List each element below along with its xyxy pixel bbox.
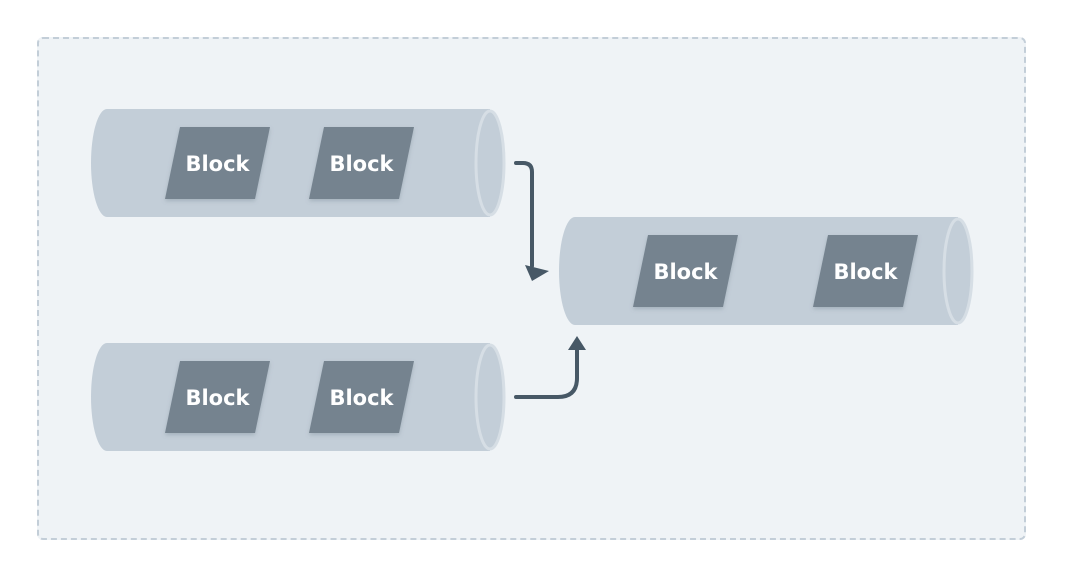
block-shape — [165, 361, 270, 433]
connector-line — [514, 161, 534, 268]
pipe-bottom-left: Block Block — [91, 343, 506, 451]
block: Block — [165, 127, 270, 199]
pipe-body — [91, 343, 490, 451]
pipe-right: Block Block — [559, 217, 974, 325]
pipe-end-cap — [474, 109, 506, 217]
block: Block — [165, 361, 270, 433]
connector-line — [514, 348, 579, 399]
block-shape — [165, 127, 270, 199]
block: Block — [309, 361, 414, 433]
pipe-end-cap — [474, 343, 506, 451]
connector-top-to-right — [514, 161, 549, 281]
block: Block — [309, 127, 414, 199]
connector-bottom-to-right — [514, 336, 586, 399]
block-shape — [309, 127, 414, 199]
block-label: Block — [185, 152, 250, 176]
block-label: Block — [833, 260, 898, 284]
block: Block — [633, 235, 738, 307]
block-shape — [633, 235, 738, 307]
block-label: Block — [329, 152, 394, 176]
block-label: Block — [185, 386, 250, 410]
pipe-body — [91, 109, 490, 217]
block-shape — [813, 235, 918, 307]
block-shape — [309, 361, 414, 433]
block-label: Block — [653, 260, 718, 284]
arrow-head-icon — [525, 265, 549, 281]
pipe-end-cap — [942, 217, 974, 325]
block-label: Block — [329, 386, 394, 410]
pipe-top-left: Block Block — [91, 109, 506, 217]
block: Block — [813, 235, 918, 307]
arrow-head-icon — [568, 336, 586, 350]
